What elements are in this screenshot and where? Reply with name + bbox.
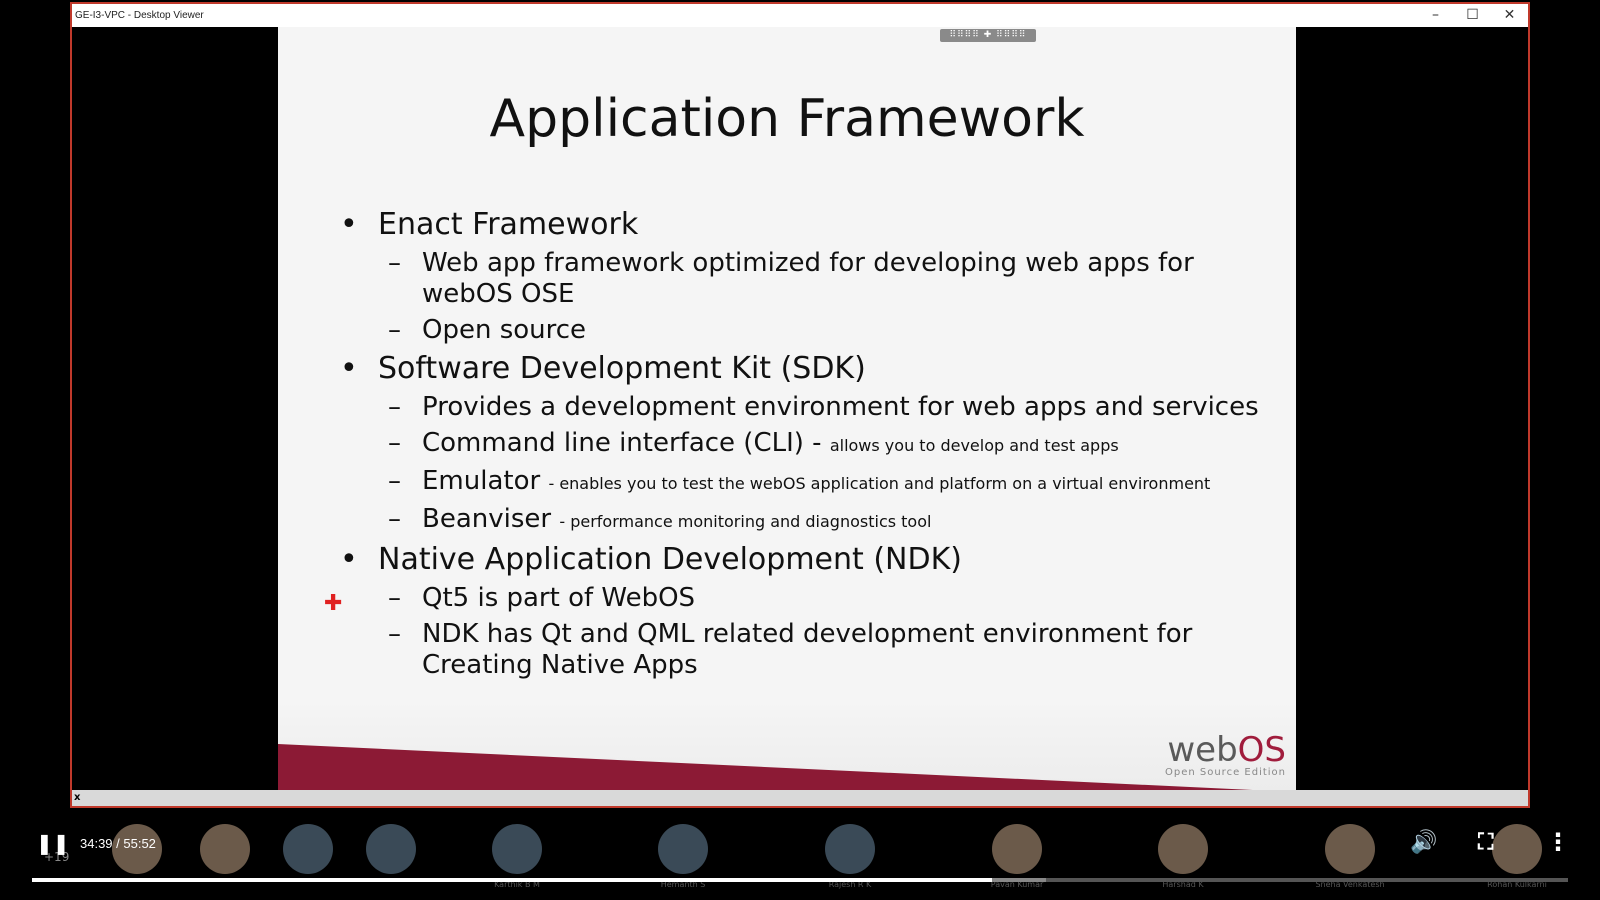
sub-bullet-note: - performance monitoring and diagnostics… <box>559 512 932 531</box>
participant-name: Pavan Kumar <box>990 880 1044 889</box>
logo-subtitle: Open Source Edition <box>1164 767 1286 778</box>
bullet-heading: Enact Framework <box>340 207 1260 242</box>
window-controls: – ☐ ✕ <box>1417 4 1528 27</box>
bullet-heading: Software Development Kit (SDK) <box>340 351 1260 386</box>
sub-bullet-note: - enables you to test the webOS applicat… <box>548 474 1211 493</box>
sub-bullet: Qt5 is part of WebOS <box>340 583 1260 614</box>
participant-name: Hemanth S <box>660 880 706 889</box>
playback-time: 34:39 / 55:52 <box>80 836 156 851</box>
sub-bullet: Open source <box>340 315 1260 346</box>
slide-title: Application Framework <box>489 89 1085 149</box>
participant-avatar <box>283 824 333 874</box>
sub-bullet-text: Open source <box>422 315 587 345</box>
footer-accent-shape <box>278 744 1296 792</box>
maximize-button[interactable]: ☐ <box>1466 7 1479 23</box>
participant-avatar <box>825 824 875 874</box>
slide-footer <box>278 702 1296 792</box>
participant-count: +19 <box>44 850 70 864</box>
volume-icon[interactable]: 🔊 <box>1410 830 1438 855</box>
sub-bullet-note: allows you to develop and test apps <box>829 436 1119 455</box>
video-player-controls: Karthik B M Hemanth S Rajesh R K Pavan K… <box>0 810 1600 900</box>
participant-name: Sneha Venkatesh <box>1315 880 1385 889</box>
participant-avatar <box>492 824 542 874</box>
sub-bullet: Beanviser - performance monitoring and d… <box>340 504 1260 537</box>
sub-bullet: NDK has Qt and QML related development e… <box>340 619 1260 681</box>
webos-logo: webOS Open Source Edition <box>1165 733 1286 778</box>
sub-bullet-text: Emulator <box>422 466 549 496</box>
sub-bullet-text: Provides a development environment for w… <box>422 392 1259 422</box>
progress-fill <box>32 878 992 882</box>
sub-bullet-text: Beanviser <box>422 504 560 534</box>
sub-bullet-text: Command line interface (CLI) - <box>422 428 830 458</box>
sub-bullet: Command line interface (CLI) - allows yo… <box>340 428 1260 461</box>
slide-bullets: Enact Framework Web app framework optimi… <box>340 207 1260 686</box>
progress-buffer <box>992 878 1046 882</box>
close-button[interactable]: ✕ <box>1503 7 1516 23</box>
sub-bullet: Emulator - enables you to test the webOS… <box>340 466 1260 499</box>
participant-avatar <box>366 824 416 874</box>
desktop-viewer-window: GE-I3-VPC - Desktop Viewer – ☐ ✕ ⠿⠿⠿⠿ ✚ … <box>70 2 1530 808</box>
participant-name: Rohan Kulkarni <box>1487 880 1547 889</box>
participant-name: Karthik B M <box>494 880 540 889</box>
participant-avatar <box>1158 824 1208 874</box>
viewer-titlebar: GE-I3-VPC - Desktop Viewer – ☐ ✕ <box>72 4 1528 27</box>
progress-bar[interactable] <box>32 878 1568 882</box>
minimize-button[interactable]: – <box>1432 7 1439 23</box>
sub-bullet-text: NDK has Qt and QML related development e… <box>422 619 1193 680</box>
viewer-title: GE-I3-VPC - Desktop Viewer <box>75 10 204 21</box>
participant-avatar <box>1492 824 1542 874</box>
sub-bullet: Provides a development environment for w… <box>340 392 1260 423</box>
pause-icon[interactable]: ❚❚ <box>36 831 70 855</box>
participant-avatar <box>658 824 708 874</box>
participant-name: Harshad K <box>1162 880 1204 889</box>
viewer-toolbar-handle[interactable]: ⠿⠿⠿⠿ ✚ ⠿⠿⠿⠿ <box>940 29 1036 42</box>
sub-bullet-text: Web app framework optimized for developi… <box>422 248 1194 309</box>
participant-avatar <box>112 824 162 874</box>
bullet-heading: Native Application Development (NDK) <box>340 542 1260 577</box>
logo-wordmark: webOS <box>1167 730 1286 770</box>
sub-bullet: Web app framework optimized for developi… <box>340 248 1260 310</box>
more-options-icon[interactable]: ⋮ <box>1546 828 1570 856</box>
presentation-slide: ⠿⠿⠿⠿ ✚ ⠿⠿⠿⠿ Application Framework Enact … <box>278 27 1296 792</box>
participant-name: Rajesh R K <box>828 880 872 889</box>
exit-fullscreen-icon[interactable]: ⛶ <box>1478 830 1494 855</box>
participant-avatar <box>200 824 250 874</box>
viewer-status-strip: x <box>72 790 1528 806</box>
participant-avatar <box>992 824 1042 874</box>
participant-avatar <box>1325 824 1375 874</box>
mouse-cursor-icon: ✚ <box>324 591 343 616</box>
sub-bullet-text: Qt5 is part of WebOS <box>422 583 696 613</box>
participant-strip: Karthik B M Hemanth S Rajesh R K Pavan K… <box>0 810 1600 900</box>
